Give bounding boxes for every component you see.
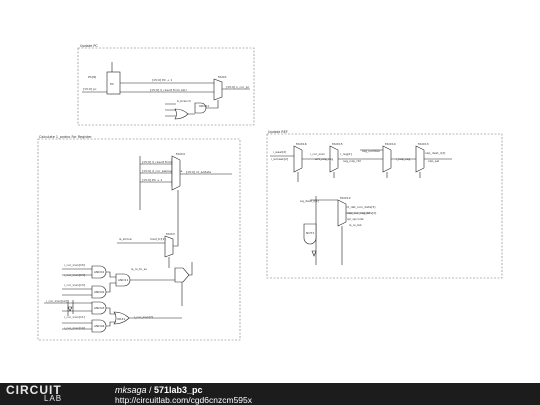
reg-mux-13-label: MUX13 — [418, 142, 429, 146]
pc-wires — [82, 62, 214, 93]
reg-mux-14[interactable] — [382, 145, 392, 173]
reg-lbl-4: reg_number — [362, 149, 381, 153]
addr-mux-mid-label: MUX3 — [166, 232, 175, 236]
pc-out-label: [15:0] n_cur_pc — [226, 85, 250, 89]
addr-out2-label: is_rs_to_sv — [131, 267, 147, 271]
pc-mux[interactable] — [213, 78, 223, 101]
group-box-regfile — [266, 133, 503, 279]
project-name[interactable]: 571lab3_pc — [154, 385, 203, 395]
addr-and-03[interactable] — [91, 301, 107, 315]
footer-bar: CIRCUIT LAB mksaga / 571lab3_pc http://c… — [0, 383, 540, 405]
addr-in2-label: [15:0] d_cur_element_data — [142, 169, 183, 173]
addr-and-11-label: AND11 — [118, 278, 129, 282]
reg-mux-12-label: MUX12 — [340, 196, 351, 200]
group-box-pc — [77, 47, 255, 126]
reg-lbl-9: rpl_opcode — [347, 217, 364, 221]
addr-in3-label: [15:0] PC + 1 — [142, 178, 162, 182]
pc-in-label: [15:0] pc — [83, 87, 97, 91]
reg-not-gate[interactable] — [311, 250, 317, 257]
addr-in-wires — [139, 156, 173, 210]
addr-mux-top-label: MUX4 — [176, 152, 185, 156]
reg-lbl-1: i_wmask[2] — [271, 157, 288, 161]
circuitlab-logo[interactable]: CIRCUIT LAB — [6, 383, 92, 404]
addr-and-03-label: AND03 — [94, 306, 105, 310]
pc-and-label: OR011 — [199, 104, 209, 108]
logo-top-text: CIRCUIT — [6, 383, 62, 397]
pc-plus1-label: [15:0] PC + 1 — [152, 78, 172, 82]
pc-alu-label: [15:0] d_result from ALU — [150, 88, 187, 92]
group-title-addr: Calculate 1_andno For Register — [39, 135, 92, 139]
reg-lbl-3: r_reg[1] — [340, 152, 352, 156]
reg-mux-12[interactable] — [337, 199, 347, 227]
pc-gate-wires — [165, 100, 219, 117]
addr-in-0: i_cur_insn[15] — [64, 263, 85, 267]
project-url[interactable]: http://circuitlab.com/cgd6cnzcm595x — [115, 395, 253, 405]
reg-lbl-7: eq_dest_r[2] — [300, 199, 319, 203]
addr-and-02[interactable] — [91, 285, 107, 299]
addr-and-02-label: AND02 — [94, 290, 105, 294]
addr-or-21-label: OR21 — [117, 317, 125, 321]
pc-mux-label: MUX1 — [218, 75, 227, 79]
pc-or-gate[interactable] — [174, 108, 189, 120]
author-line: mksaga / 571lab3_pc — [115, 385, 203, 395]
pc-and-gate[interactable] — [194, 102, 207, 114]
addr-not-gate[interactable] — [67, 306, 73, 312]
addr-out-label: [15:0] rd_addata — [186, 170, 211, 174]
reg-lbl-0: i_wsel[2] — [273, 150, 286, 154]
reg-lbl-6: rd_dat_ruin_data[3] — [346, 205, 375, 209]
pc-next-label: PC[8] — [88, 75, 96, 79]
addr-in1-label: [15:0] d_result from ALU — [142, 160, 179, 164]
author-separator: / — [146, 385, 155, 395]
addr-in-2: i_cur_insn[13] — [64, 283, 85, 287]
reg-not-label: NOT1 — [306, 231, 314, 235]
reg-lbl-5: nzp_dest_r[2] — [425, 151, 445, 155]
reg-out-3: nzp_sel — [428, 159, 439, 163]
addr-mux-top[interactable] — [171, 155, 181, 191]
addr-out3-label: i_cur_insn[7] — [134, 315, 153, 319]
addr-or-big[interactable] — [174, 267, 190, 283]
addr-in-4: i_cur_insn[11] — [64, 315, 85, 319]
reg-out-4: is_rs_lsb — [349, 223, 362, 227]
addr-in-5: i_cur_insn[10] — [64, 326, 85, 330]
addr-sel-label: is_strore — [119, 237, 132, 241]
addr-mid-wires — [117, 190, 179, 268]
addr-and-04-label: AND04 — [94, 324, 105, 328]
reg-mux-15[interactable] — [329, 145, 339, 173]
reg-mux-16[interactable] — [293, 145, 303, 173]
group-title-pc: Update PC — [80, 44, 98, 48]
schematic-canvas: Update PC PC PC[8] [15:0] pc [15:0] PC +… — [37, 44, 503, 341]
reg-out-1: reg_nzp_ctrl — [343, 159, 361, 163]
addr-or-21[interactable] — [113, 311, 130, 325]
addr-mux-mid[interactable] — [164, 235, 174, 258]
reg-mux-14-label: MUX14 — [385, 142, 396, 146]
addr-or-wires — [181, 262, 193, 306]
reg-lbl-2: i_cur_insn — [310, 152, 325, 156]
group-title-regfile: Update REF — [268, 130, 288, 134]
reg-mux-15-label: MUX15 — [332, 142, 343, 146]
schematic-svg: Update PC PC PC[8] [15:0] pc [15:0] PC +… — [37, 44, 503, 341]
reg-and-gate[interactable] — [303, 223, 317, 245]
reg-mux-16-label: MUX16 — [296, 142, 307, 146]
addr-and-04[interactable] — [91, 319, 107, 333]
reg-wires — [270, 149, 452, 265]
addr-sel2-label: mad_tri[1] — [150, 237, 166, 241]
addr-gate-wires — [44, 268, 182, 330]
logo-bottom-text: LAB — [44, 394, 63, 403]
addr-and-01[interactable] — [91, 265, 107, 279]
reg-mux-13[interactable] — [415, 145, 425, 173]
author-name[interactable]: mksaga — [115, 385, 147, 395]
pc-register-label: PC — [110, 82, 114, 86]
addr-and-11[interactable] — [115, 273, 131, 287]
pc-branch-label: b_branch — [177, 99, 191, 103]
addr-and-01-label: AND01 — [94, 270, 105, 274]
addr-in-3: i_cur_insn[12] — [46, 299, 67, 303]
group-box-addr — [37, 138, 241, 341]
